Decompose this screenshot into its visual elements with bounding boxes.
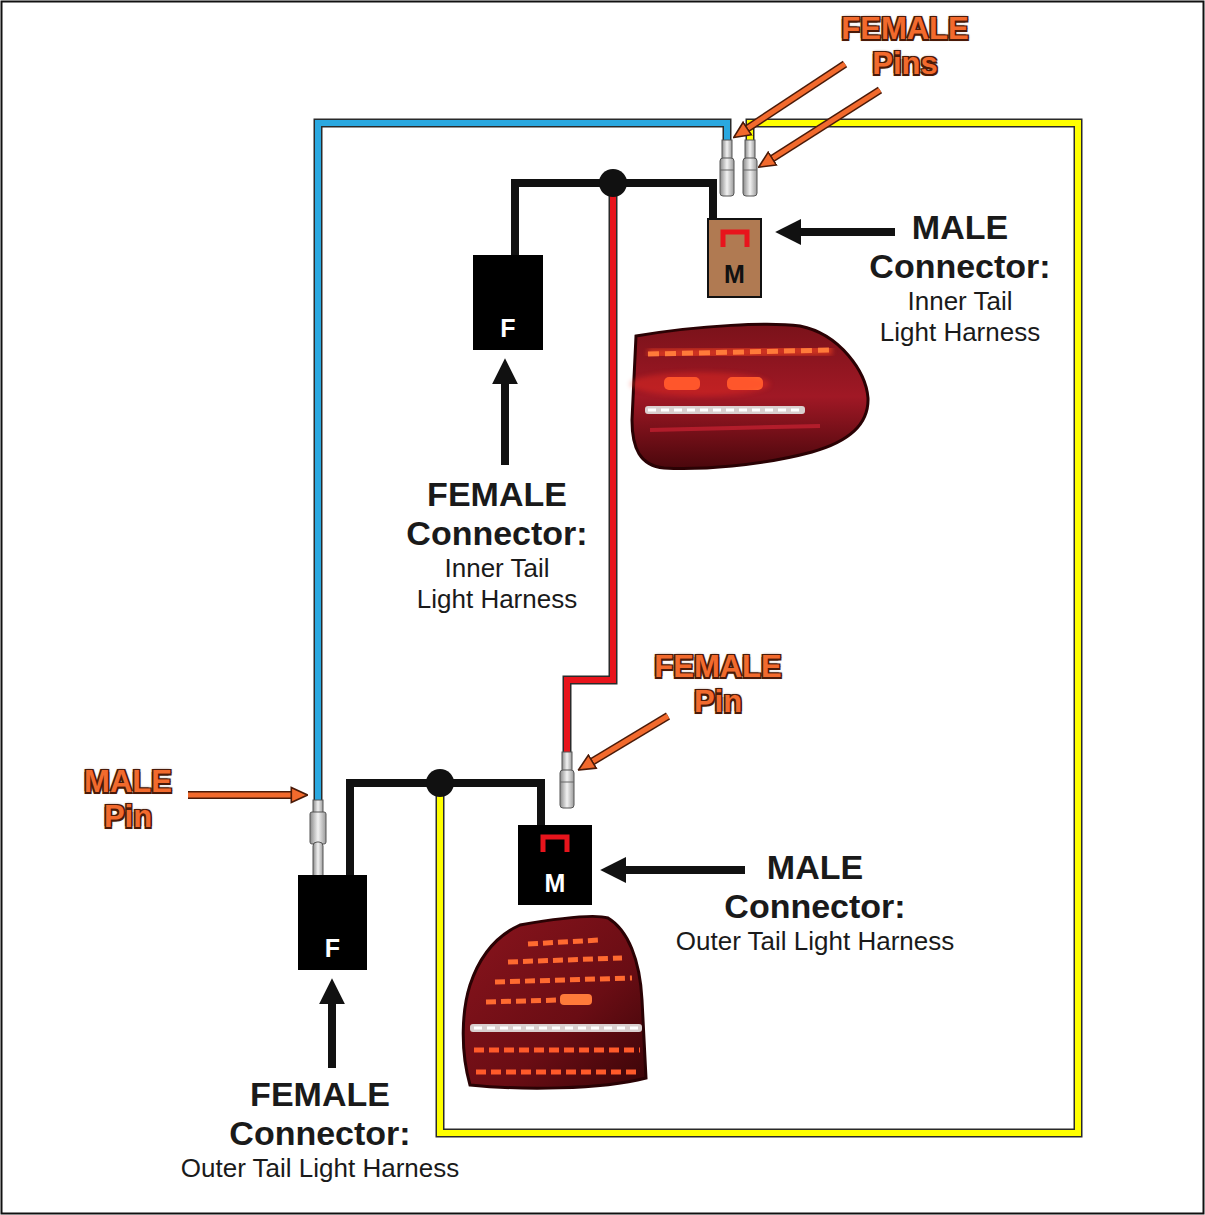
female-connector: F — [298, 875, 367, 970]
female-pin — [743, 140, 757, 196]
connector-letter: M — [545, 871, 566, 905]
connector-title: FEMALE Connector: — [392, 475, 602, 553]
harness-name: Inner Tail Light Harness — [392, 553, 602, 615]
latch-shape — [543, 837, 567, 852]
connector-title: MALE Connector: — [710, 848, 920, 926]
outer-tail-light — [463, 916, 646, 1088]
inner-tail-light — [630, 324, 868, 468]
label-group: MALE Connector:Outer Tail Light Harness — [625, 848, 1005, 957]
red-wire — [567, 183, 613, 754]
connector-title: MALE Connector: — [855, 208, 1065, 286]
harness-name: Inner Tail Light Harness — [855, 286, 1065, 348]
male-connector: M — [707, 218, 762, 298]
harness-wire — [350, 783, 541, 875]
label-group: FEMALE Pin — [643, 650, 793, 719]
label-group: FEMALE Connector:Inner Tail Light Harnes… — [392, 475, 602, 616]
junction-dot — [599, 169, 627, 197]
harness-name: Outer Tail Light Harness — [135, 1153, 505, 1184]
pin-callout: MALE Pin — [68, 765, 188, 834]
connector-title: FEMALE Connector: — [215, 1075, 425, 1153]
female-pin — [720, 140, 734, 196]
connector-letter: F — [325, 936, 340, 970]
pin-callout: FEMALE Pins — [830, 12, 980, 81]
connector-latch — [720, 229, 750, 247]
harness-name: Outer Tail Light Harness — [625, 926, 1005, 957]
junction-dot — [426, 769, 454, 797]
male-pin — [310, 800, 326, 880]
latch-shape — [723, 232, 747, 247]
label-group: FEMALE Connector:Outer Tail Light Harnes… — [135, 1075, 505, 1184]
connector-letter: M — [724, 262, 745, 296]
label-group: MALE Connector:Inner Tail Light Harness — [855, 208, 1065, 349]
connector-latch — [540, 834, 570, 852]
label-group: FEMALE Pins — [830, 12, 980, 81]
connector-letter: F — [500, 316, 515, 350]
pin-arrows — [188, 64, 880, 795]
yellow-wire — [440, 123, 1078, 1133]
female-connector: F — [473, 255, 543, 350]
male-connector: M — [518, 825, 592, 905]
label-group: MALE Pin — [68, 765, 188, 834]
pin-callout: FEMALE Pin — [643, 650, 793, 719]
female-pin — [560, 752, 574, 808]
